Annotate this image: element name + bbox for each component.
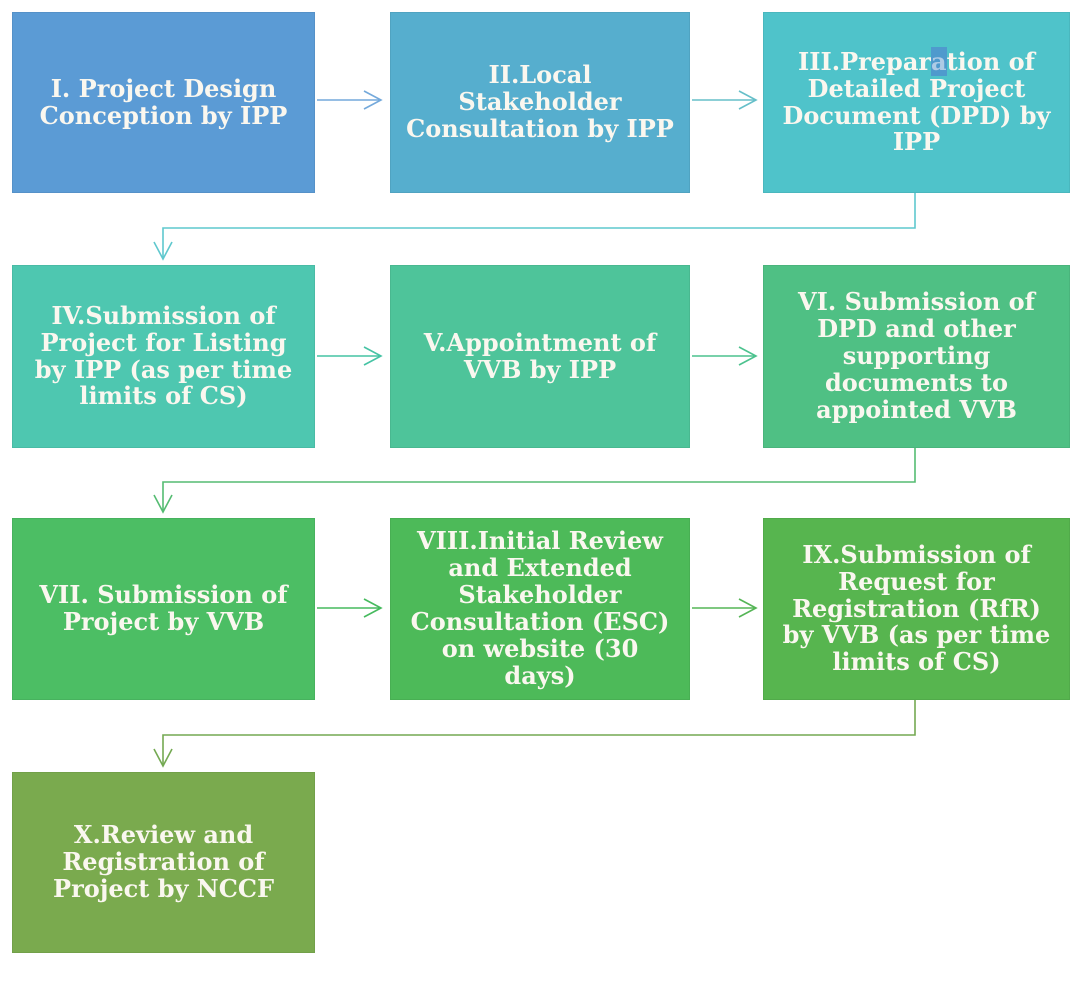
flow-step-label: I. Project Design Conception by IPP xyxy=(39,73,288,130)
flow-step-label: VI. Submission of DPD and other supporti… xyxy=(798,287,1035,424)
flow-step-6-submission-of-dpd: VI. Submission of DPD and other supporti… xyxy=(763,265,1070,448)
arrow-7-to-8 xyxy=(317,598,383,618)
flow-step-2-local-stakeholder-consultation: II.Local Stakeholder Consultation by IPP xyxy=(390,12,690,193)
flow-step-10-review-registration-nccf: X.Review and Registration of Project by … xyxy=(12,772,315,953)
flow-step-label: II.Local Stakeholder Consultation by IPP xyxy=(406,60,674,143)
flow-step-label: IX.Submission of Request for Registratio… xyxy=(782,539,1051,677)
flow-step-9-request-for-registration: IX.Submission of Request for Registratio… xyxy=(763,518,1070,700)
flow-step-3-preparation-dpd: III.Preparation of Detailed Project Docu… xyxy=(763,12,1070,193)
arrow-2-to-3 xyxy=(692,90,758,110)
arrow-4-to-5 xyxy=(317,346,383,366)
elbow-9-to-10 xyxy=(153,700,916,768)
flow-step-label: V.Appointment of VVB by IPP xyxy=(423,327,657,384)
arrow-8-to-9 xyxy=(692,598,758,618)
flow-step-4-submission-for-listing: IV.Submission of Project for Listing by … xyxy=(12,265,315,448)
flow-step-5-appointment-of-vvb: V.Appointment of VVB by IPP xyxy=(390,265,690,448)
label-part-before: III.Prepar xyxy=(798,46,932,76)
arrow-5-to-6 xyxy=(692,346,758,366)
flow-step-1-project-design-conception: I. Project Design Conception by IPP xyxy=(12,12,315,193)
arrow-1-to-2 xyxy=(317,90,383,110)
flow-step-label: VII. Submission of Project by VVB xyxy=(39,580,288,636)
flow-step-label: III.Preparation of Detailed Project Docu… xyxy=(764,46,1069,157)
flow-step-label: VIII.Initial Review and Extended Stakeho… xyxy=(410,526,670,690)
flow-step-label: IV.Submission of Project for Listing by … xyxy=(34,300,293,411)
flow-step-8-initial-review-esc: VIII.Initial Review and Extended Stakeho… xyxy=(390,518,690,700)
elbow-3-to-4 xyxy=(153,193,916,261)
elbow-6-to-7 xyxy=(153,448,916,514)
flow-step-7-submission-of-project-by-vvb: VII. Submission of Project by VVB xyxy=(12,518,315,700)
label-part-after: tion of Detailed Project Document (DPD) … xyxy=(782,46,1051,157)
highlighted-character: a xyxy=(931,46,947,76)
flow-step-label: X.Review and Registration of Project by … xyxy=(53,820,274,903)
